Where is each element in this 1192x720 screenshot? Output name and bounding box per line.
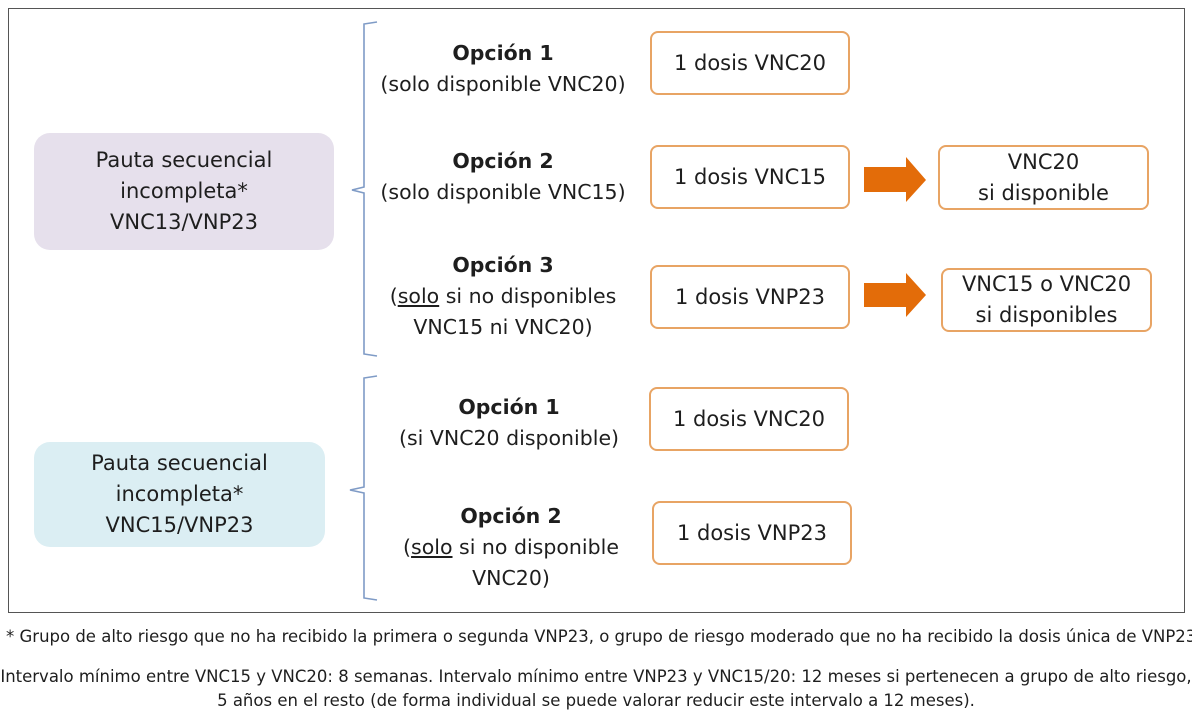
bracket-group-1 [351, 21, 378, 357]
option-title: Opción 2 [452, 149, 554, 173]
option-1-group-2: Opción 1 (si VNC20 disponible) [378, 392, 640, 454]
dose-box: 1 dosis VNC15 [650, 145, 850, 209]
next-dose-line: VNC20 [1007, 149, 1080, 174]
option-paren: ( [403, 535, 412, 559]
group-box-vnc13: Pauta secuencial incompleta* VNC13/VNP23 [34, 133, 334, 250]
option-underlined-word: solo [411, 535, 453, 559]
interval-note-line: 5 años en el resto (de forma individual … [217, 691, 975, 710]
option-condition: solo disponible VNC15) [388, 180, 626, 204]
option-3-group-1: Opción 3 (solo si no disponibles VNC15 n… [372, 250, 634, 343]
next-dose-box: VNC20 si disponible [938, 145, 1149, 210]
next-dose-line: si disponible [978, 180, 1109, 205]
option-underlined-word: solo [397, 284, 440, 308]
group-label-line: incompleta* [115, 482, 244, 506]
diagram-frame [8, 8, 1185, 613]
bracket-group-2 [349, 375, 378, 601]
next-dose-line: VNC15 o VNC20 [961, 272, 1132, 296]
group-box-vnc15: Pauta secuencial incompleta* VNC15/VNP23 [34, 442, 325, 547]
dose-box: 1 dosis VNP23 [652, 501, 852, 565]
option-condition: si no disponibles [439, 284, 617, 308]
option-condition-line2: VNC15 ni VNC20) [413, 315, 593, 339]
dose-box: 1 dosis VNC20 [649, 387, 849, 451]
next-dose-box: VNC15 o VNC20 si disponibles [941, 268, 1152, 332]
next-dose-line: si disponibles [975, 303, 1118, 327]
option-paren: ( [398, 426, 407, 450]
group-label-line: incompleta* [120, 179, 248, 203]
arrow-right-icon [864, 273, 926, 317]
option-condition-line2: VNC20) [472, 566, 550, 590]
dose-box: 1 dosis VNP23 [650, 265, 850, 329]
group-label-line: VNC15/VNP23 [105, 513, 254, 537]
option-paren: ( [380, 72, 389, 96]
interval-note: Intervalo mínimo entre VNC15 y VNC20: 8 … [0, 665, 1192, 713]
option-title: Opción 2 [460, 504, 562, 528]
interval-note-line: Intervalo mínimo entre VNC15 y VNC20: 8 … [0, 667, 1192, 686]
option-condition: si VNC20 disponible) [406, 426, 620, 450]
option-1-group-1: Opción 1 (solo disponible VNC20) [372, 38, 634, 100]
option-title: Opción 1 [458, 395, 560, 419]
option-paren: ( [389, 284, 398, 308]
arrow-right-icon [864, 157, 926, 202]
option-paren: ( [380, 180, 389, 204]
dose-box: 1 dosis VNC20 [650, 31, 850, 95]
footnote: * Grupo de alto riesgo que no ha recibid… [6, 627, 1192, 646]
option-title: Opción 3 [452, 253, 554, 277]
option-condition: solo disponible VNC20) [388, 72, 626, 96]
option-condition: si no disponible [452, 535, 619, 559]
option-2-group-2: Opción 2 (solo si no disponible VNC20) [380, 501, 642, 594]
group-label-line: VNC13/VNP23 [110, 210, 258, 234]
option-title: Opción 1 [452, 41, 554, 65]
group-label-line: Pauta secuencial [91, 451, 268, 475]
group-label-line: Pauta secuencial [95, 148, 273, 172]
option-2-group-1: Opción 2 (solo disponible VNC15) [372, 146, 634, 208]
